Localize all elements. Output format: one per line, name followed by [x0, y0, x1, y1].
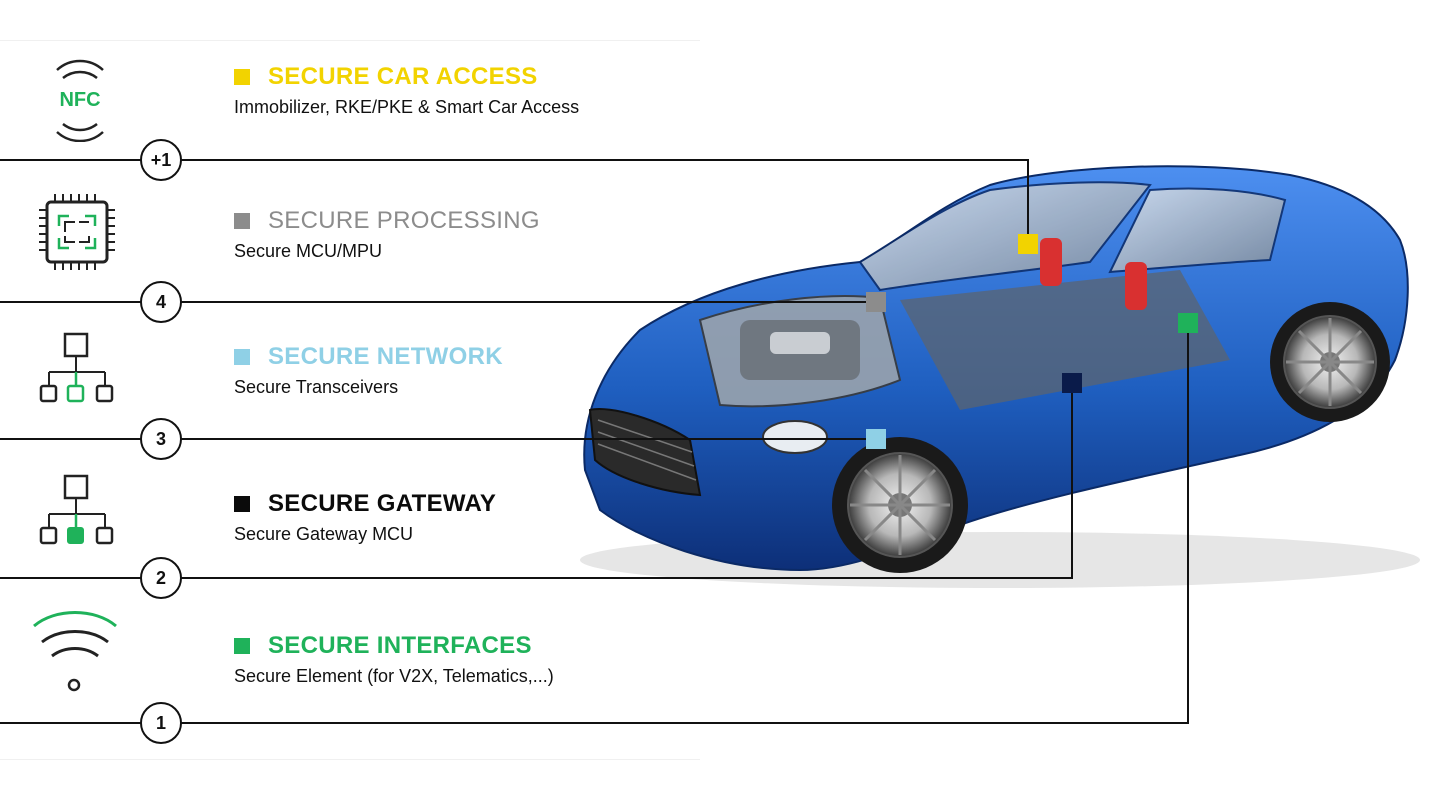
feature-title-interfaces: SECURE INTERFACES — [268, 632, 532, 659]
chip-icon — [35, 190, 125, 280]
feature-title-processing: SECURE PROCESSING — [268, 207, 540, 234]
connector-line-car-access — [0, 159, 1029, 244]
seat-red-right — [1125, 262, 1147, 310]
feature-title-gateway: SECURE GATEWAY — [268, 490, 497, 517]
feature-processing: SECURE PROCESSING Secure MCU/MPU — [234, 207, 540, 262]
gateway-tree-icon — [35, 472, 125, 562]
marker-interfaces: 1 — [140, 702, 182, 744]
legend-swatch-network — [234, 349, 250, 365]
network-tree-icon — [35, 330, 125, 420]
car-windshield — [858, 181, 1152, 292]
feature-network: SECURE NETWORK Secure Transceivers — [234, 343, 503, 398]
feature-subtitle-processing: Secure MCU/MPU — [234, 241, 383, 261]
component-dot-interfaces — [1178, 313, 1198, 333]
feature-title-car-access: SECURE CAR ACCESS — [268, 63, 538, 90]
connector-line-gateway — [0, 383, 1073, 579]
legend-swatch-car-access — [234, 69, 250, 85]
engine-cover — [770, 332, 830, 354]
feature-subtitle-gateway: Secure Gateway MCU — [234, 524, 414, 544]
component-dot-processing — [866, 292, 886, 312]
marker-processing: 4 — [140, 281, 182, 323]
marker-car-access: +1 — [140, 139, 182, 181]
legend-swatch-processing — [234, 213, 250, 229]
marker-network: 3 — [140, 418, 182, 460]
component-dot-car-access — [1018, 234, 1038, 254]
feature-interfaces: SECURE INTERFACES Secure Element (for V2… — [234, 632, 554, 687]
seat-red-left — [1040, 238, 1062, 286]
nfc-icon-label: NFC — [59, 89, 100, 111]
car-interior — [900, 270, 1230, 410]
feature-title-network: SECURE NETWORK — [268, 343, 503, 370]
nfc-icon: NFC — [35, 52, 125, 143]
marker-gateway: 2 — [140, 557, 182, 599]
feature-subtitle-interfaces: Secure Element (for V2X, Telematics,...) — [234, 666, 554, 686]
feature-car-access: SECURE CAR ACCESS Immobilizer, RKE/PKE &… — [234, 63, 579, 118]
legend-swatch-gateway — [234, 496, 250, 512]
rear-wheel — [1270, 302, 1390, 422]
feature-panel — [0, 40, 700, 760]
connector-line-interfaces — [0, 323, 1189, 724]
car-grille — [588, 408, 702, 497]
component-dot-gateway — [1062, 373, 1082, 393]
car-illustration — [580, 165, 1420, 588]
car-side-window — [1108, 187, 1287, 274]
feature-subtitle-car-access: Immobilizer, RKE/PKE & Smart Car Access — [234, 97, 580, 117]
headlight — [762, 420, 828, 454]
wireless-icon — [30, 608, 120, 698]
feature-gateway: SECURE GATEWAY Secure Gateway MCU — [234, 490, 496, 545]
component-dot-network — [866, 429, 886, 449]
legend-swatch-interfaces — [234, 638, 250, 654]
front-wheel — [832, 437, 968, 573]
feature-subtitle-network: Secure Transceivers — [234, 377, 399, 397]
